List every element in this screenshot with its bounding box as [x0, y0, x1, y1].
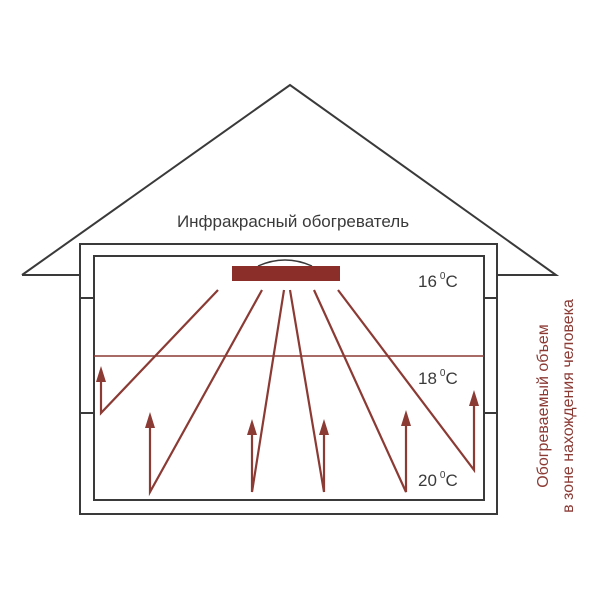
side-label-line2: в зоне нахождения человека [560, 299, 577, 513]
side-label-line1: Обогреваемый объем [535, 324, 552, 488]
arrowhead-4 [319, 419, 329, 435]
ray-3 [250, 289, 286, 493]
ray-5 [312, 289, 408, 493]
heater-dome [257, 259, 313, 267]
ray-4 [288, 289, 326, 493]
ray-2 [148, 289, 263, 497]
arrowhead-5 [401, 410, 411, 426]
ray-arrowheads [96, 366, 479, 435]
arrowhead-1 [96, 366, 106, 382]
roof-outline [21, 83, 560, 276]
heater-label: Инфракрасный обогреватель [177, 212, 409, 231]
infrared-heater [232, 266, 340, 281]
arrowhead-3 [247, 419, 257, 435]
ray-6 [337, 289, 476, 474]
room-inner-wall [93, 255, 485, 501]
arrowhead-2 [145, 412, 155, 428]
ray-1 [99, 289, 219, 416]
arrowhead-6 [469, 390, 479, 406]
house-outer-wall [79, 243, 498, 515]
wall-marks [80, 297, 497, 414]
infrared-rays [99, 289, 476, 497]
